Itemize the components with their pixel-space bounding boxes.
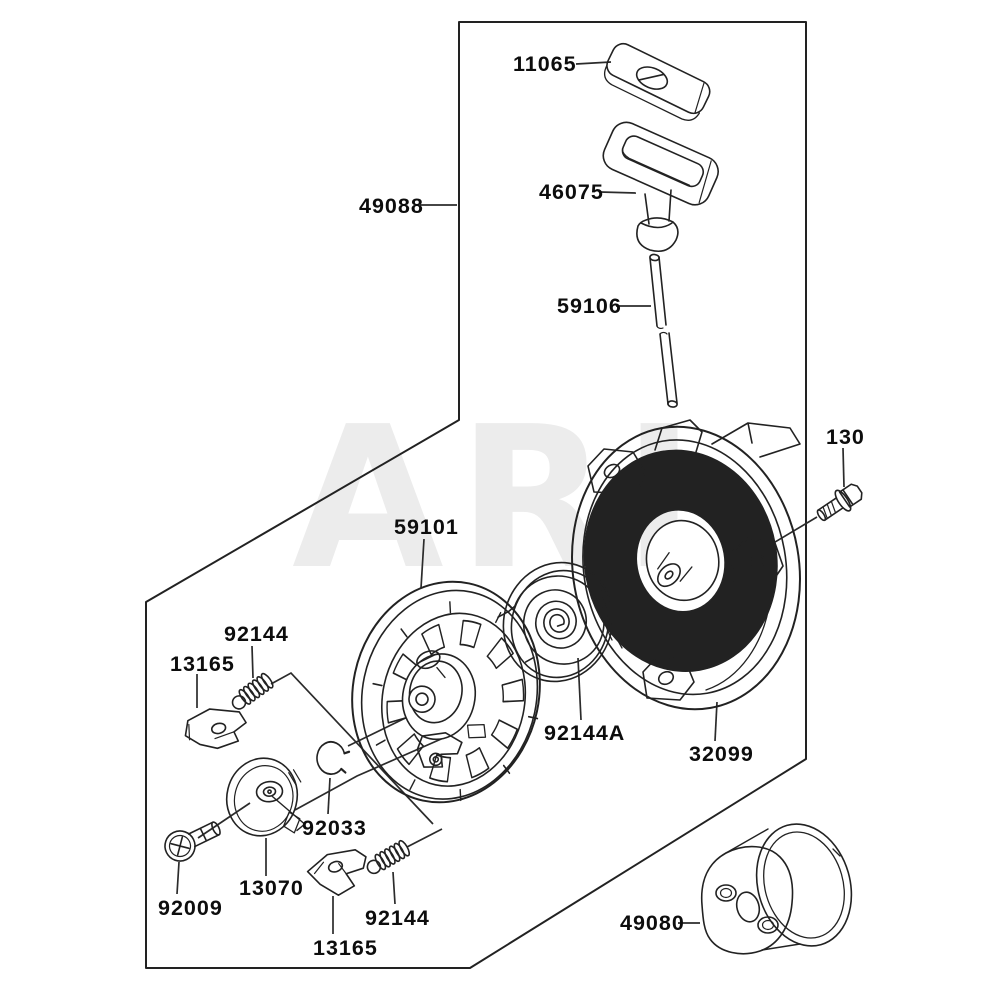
leader-11065 bbox=[575, 61, 612, 65]
leader-46075 bbox=[599, 191, 637, 194]
part-49080-starter-cup bbox=[700, 823, 853, 955]
part-13165-pawl-upper bbox=[184, 708, 247, 750]
part-label-13165-upper[interactable]: 13165 bbox=[170, 652, 235, 676]
leader-13070-to-hub bbox=[294, 735, 449, 811]
part-label-49088[interactable]: 49088 bbox=[359, 194, 424, 218]
part-92033-circlip bbox=[316, 740, 351, 776]
part-label-59101[interactable]: 59101 bbox=[394, 515, 459, 539]
part-label-11065[interactable]: 11065 bbox=[513, 52, 577, 76]
part-label-46075[interactable]: 46075 bbox=[539, 180, 604, 204]
part-label-13070[interactable]: 13070 bbox=[239, 876, 304, 900]
part-label-92033[interactable]: 92033 bbox=[302, 816, 367, 840]
leader-92144-lower-label bbox=[392, 871, 396, 905]
part-label-92009[interactable]: 92009 bbox=[158, 896, 223, 920]
leader-92033-label bbox=[327, 777, 331, 815]
part-13165-pawl-lower bbox=[306, 848, 367, 896]
leader-92144a bbox=[577, 657, 582, 721]
part-label-92144-lower[interactable]: 92144 bbox=[365, 906, 430, 930]
part-92009-screw bbox=[164, 821, 221, 862]
leader-32099 bbox=[714, 701, 718, 742]
part-92144a-recoil-spring bbox=[497, 561, 614, 683]
part-label-32099[interactable]: 32099 bbox=[689, 742, 754, 766]
part-59101-pulley bbox=[351, 580, 541, 804]
assembly-frame-outline bbox=[145, 21, 807, 969]
part-11065-grip-cap bbox=[603, 42, 711, 121]
part-92144-spring-upper bbox=[231, 672, 274, 710]
part-59106-rope bbox=[649, 253, 678, 408]
part-label-49080[interactable]: 49080 bbox=[620, 911, 685, 935]
leader-130 bbox=[842, 447, 845, 488]
part-label-130[interactable]: 130 bbox=[826, 425, 865, 449]
part-92144-spring-lower bbox=[366, 839, 411, 875]
leader-92144-to-pulley bbox=[270, 671, 434, 825]
leader-92144-lower-to-pulley bbox=[406, 828, 443, 848]
leader-59101 bbox=[420, 538, 425, 589]
part-label-13165-lower[interactable]: 13165 bbox=[313, 936, 378, 960]
part-46075-starter-grip bbox=[602, 121, 719, 253]
leader-92009-to-plate bbox=[197, 802, 251, 839]
part-label-92144-upper[interactable]: 92144 bbox=[224, 622, 289, 646]
part-130-flange-bolt bbox=[816, 483, 863, 522]
part-label-92144a[interactable]: 92144A bbox=[544, 721, 625, 745]
housing-lugs bbox=[587, 419, 801, 701]
part-label-59106[interactable]: 59106 bbox=[557, 294, 622, 318]
leader-92009-label bbox=[176, 861, 180, 895]
leader-92144-upper bbox=[251, 645, 254, 679]
part-13070-friction-plate bbox=[225, 757, 306, 837]
